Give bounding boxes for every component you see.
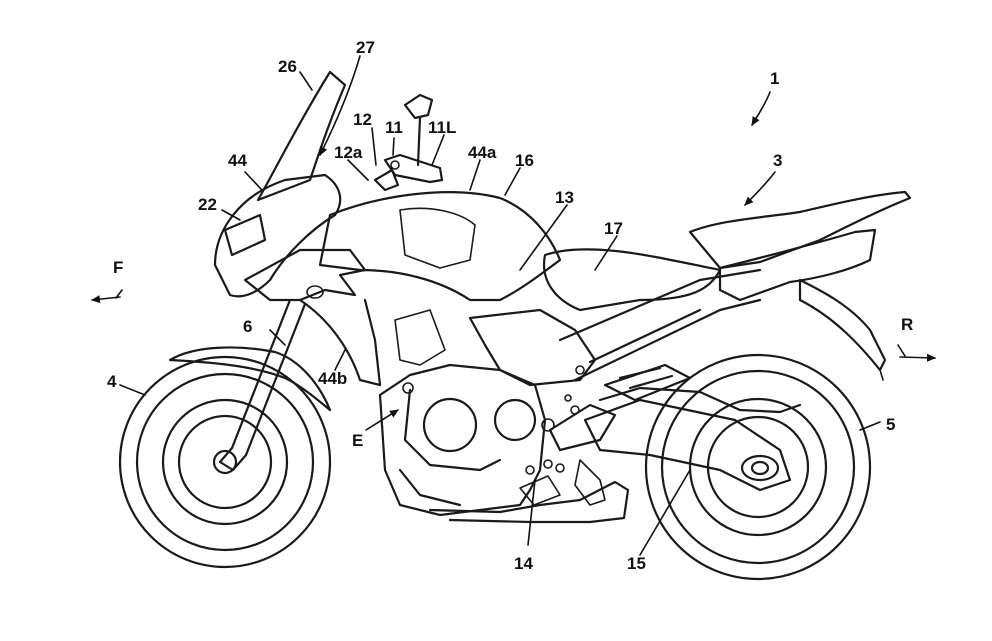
side-cover bbox=[468, 308, 597, 387]
label-22: 22 bbox=[198, 195, 217, 214]
label-27: 27 bbox=[356, 38, 375, 57]
rear-fender bbox=[798, 278, 887, 372]
label-11: 11 bbox=[385, 118, 403, 137]
label-12: 12 bbox=[353, 110, 372, 129]
label-R: R bbox=[901, 315, 913, 334]
rear-direction-arrow bbox=[897, 344, 936, 362]
label-12a: 12a bbox=[334, 143, 363, 162]
label-F: F bbox=[113, 258, 123, 277]
label-3: 3 bbox=[773, 151, 782, 170]
leader-lines bbox=[119, 55, 881, 556]
front-fork bbox=[218, 298, 307, 472]
swing-arm bbox=[583, 386, 802, 492]
front-wheel bbox=[118, 355, 332, 569]
rear-shock bbox=[603, 363, 692, 402]
reference-labels: 1 3 4 5 6 11 11L 12 12a 13 14 15 16 17 2… bbox=[107, 38, 913, 573]
label-15: 15 bbox=[627, 554, 646, 573]
front-fender bbox=[168, 346, 332, 412]
footrest-bracket bbox=[548, 403, 617, 452]
label-17: 17 bbox=[604, 219, 623, 238]
label-1: 1 bbox=[770, 69, 779, 88]
label-E: E bbox=[352, 431, 363, 450]
label-5: 5 bbox=[886, 415, 895, 434]
front-direction-arrow bbox=[91, 289, 123, 304]
label-44b: 44b bbox=[318, 369, 347, 388]
label-44: 44 bbox=[228, 151, 247, 170]
label-6: 6 bbox=[243, 317, 252, 336]
engine bbox=[378, 309, 555, 517]
main-frame bbox=[558, 268, 762, 382]
label-14: 14 bbox=[514, 554, 533, 573]
rear-wheel bbox=[644, 353, 872, 581]
exhaust bbox=[428, 459, 630, 524]
label-4: 4 bbox=[107, 372, 117, 391]
seat bbox=[542, 248, 722, 312]
fuel-tank bbox=[318, 191, 562, 302]
rear-seat bbox=[688, 190, 912, 270]
front-fairing bbox=[213, 173, 382, 387]
label-26: 26 bbox=[278, 57, 297, 76]
windshield bbox=[256, 70, 347, 202]
label-13: 13 bbox=[555, 188, 574, 207]
handlebar-assembly bbox=[373, 93, 444, 192]
label-11L: 11L bbox=[428, 118, 456, 137]
label-16: 16 bbox=[515, 151, 534, 170]
label-44a: 44a bbox=[468, 143, 497, 162]
